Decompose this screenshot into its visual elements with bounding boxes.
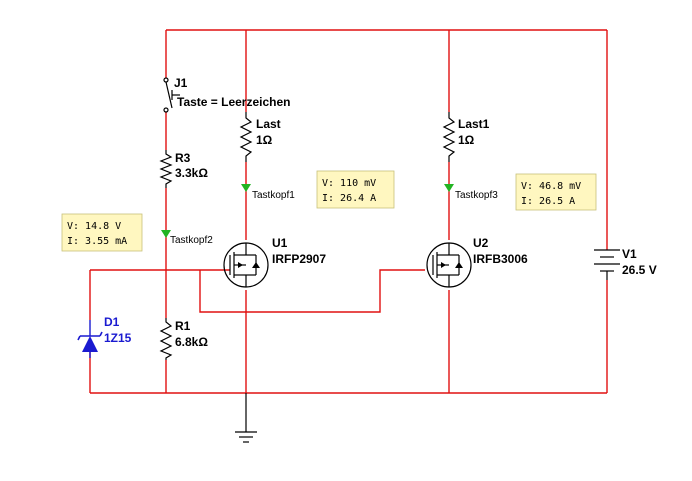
u1-part: IRFP2907 <box>272 252 326 266</box>
mosfet-u2[interactable] <box>426 242 472 288</box>
probe1-voltage: V: 110 mV <box>322 178 376 189</box>
probe1-name: Tastkopf1 <box>252 190 295 201</box>
probe-arrow-icon <box>161 230 171 238</box>
r1-value: 6.8kΩ <box>175 335 208 349</box>
switch-ref: J1 <box>174 76 188 90</box>
r3-ref: R3 <box>175 151 191 165</box>
resistor-last[interactable] <box>239 112 253 162</box>
probe3-current: I: 26.5 A <box>521 196 575 207</box>
probe2-name: Tastkopf2 <box>170 235 213 246</box>
probe2-current: I: 3.55 mA <box>67 236 127 247</box>
battery-v1[interactable] <box>594 249 620 280</box>
probe3-name: Tastkopf3 <box>455 190 498 201</box>
switch-j1[interactable] <box>163 77 180 113</box>
u1-ref: U1 <box>272 236 288 250</box>
u2-ref: U2 <box>473 236 489 250</box>
d1-part: 1Z15 <box>104 331 132 345</box>
wires <box>89 29 608 394</box>
last1-value: 1Ω <box>458 133 475 147</box>
v1-value: 26.5 V <box>622 263 657 277</box>
probe3-readout: V: 46.8 mV I: 26.5 A <box>515 173 597 211</box>
probe1-readout: V: 110 mV I: 26.4 A <box>316 170 395 209</box>
d1-ref: D1 <box>104 315 120 329</box>
resistor-last1[interactable] <box>442 112 456 162</box>
probe-arrow-icon <box>241 184 251 192</box>
last1-ref: Last1 <box>458 117 490 131</box>
probe-arrow-icon <box>444 184 454 192</box>
mosfet-u1[interactable] <box>223 242 269 288</box>
probe1-current: I: 26.4 A <box>322 193 376 204</box>
ground-icon <box>235 393 257 443</box>
last-value: 1Ω <box>256 133 273 147</box>
u2-part: IRFB3006 <box>473 252 528 266</box>
resistor-r3[interactable] <box>159 150 173 188</box>
v1-ref: V1 <box>622 247 637 261</box>
probe2-readout: V: 14.8 V I: 3.55 mA <box>61 213 143 252</box>
last-ref: Last <box>256 117 281 131</box>
probe3-voltage: V: 46.8 mV <box>521 181 581 192</box>
switch-label: Taste = Leerzeichen <box>177 95 291 109</box>
zener-diode-d1[interactable] <box>77 320 103 358</box>
resistor-r1[interactable] <box>159 318 173 360</box>
probe2-voltage: V: 14.8 V <box>67 221 121 232</box>
r3-value: 3.3kΩ <box>175 166 208 180</box>
r1-ref: R1 <box>175 319 191 333</box>
